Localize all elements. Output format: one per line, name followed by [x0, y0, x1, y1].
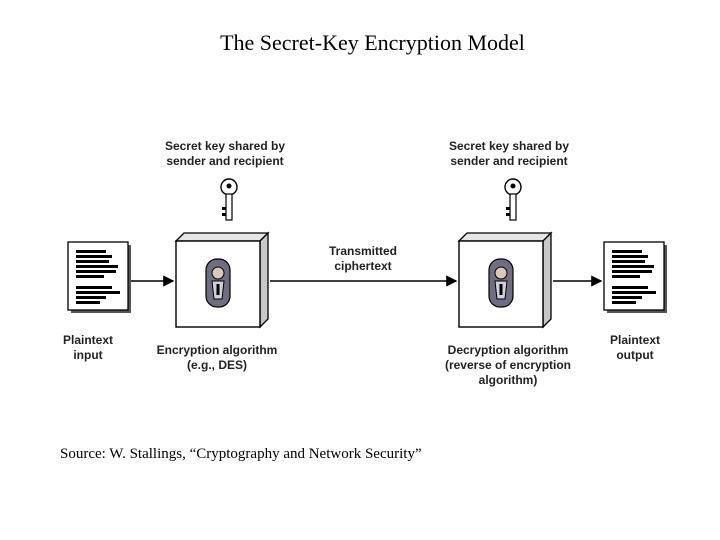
- plaintext-input-document-icon: [67, 241, 132, 314]
- encryption-box-lock-icon: [175, 232, 269, 328]
- secret-key-right-icon: [504, 178, 522, 221]
- decryption-box-lock-icon: [458, 232, 552, 328]
- decryption-algorithm-label: Decryption algorithm(reverse of encrypti…: [444, 343, 572, 387]
- plaintext-output-document-icon: [603, 241, 668, 314]
- source-citation: Source: W. Stallings, “Cryptography and …: [60, 446, 422, 462]
- secret-key-left-icon: [220, 178, 238, 221]
- page-title: The Secret-Key Encryption Model: [220, 30, 525, 55]
- encryption-algorithm-label: Encryption algorithm(e.g., DES): [156, 343, 278, 372]
